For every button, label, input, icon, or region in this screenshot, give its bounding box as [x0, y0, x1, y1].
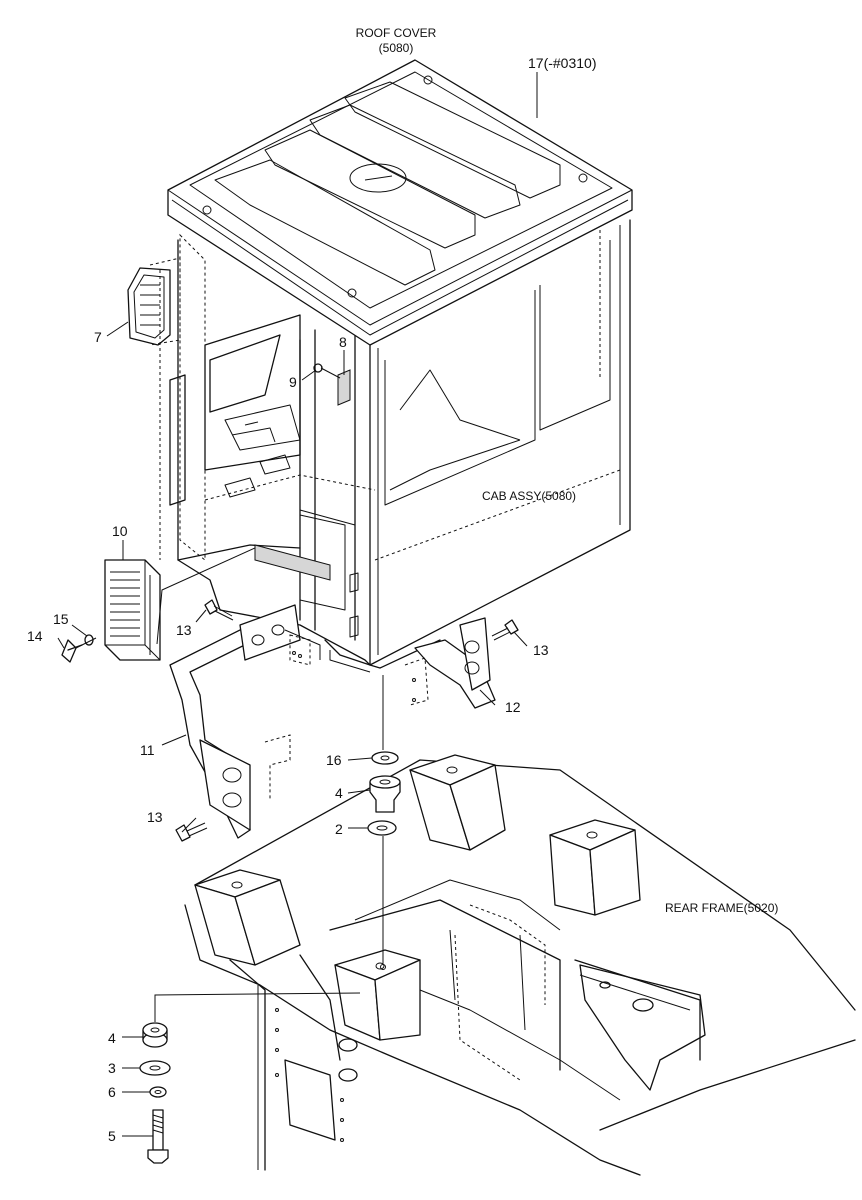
callout-8: 8 — [339, 334, 347, 350]
callout-15: 15 — [53, 611, 69, 627]
part-13-bolt-right — [491, 619, 519, 641]
callout-3: 3 — [108, 1060, 116, 1076]
callout-11: 11 — [140, 742, 155, 758]
part-12-bracket — [404, 617, 496, 709]
part-15-washer — [84, 634, 94, 646]
part-6-washer — [149, 1086, 167, 1098]
cab-assy-label: CAB ASSY(5080) — [482, 489, 576, 503]
part-5-bolt — [147, 1109, 169, 1164]
callout-13-left-lower: 13 — [147, 809, 163, 825]
text-labels: ROOF COVER (5080) 17(-#0310) CAB ASSY(50… — [27, 26, 778, 1144]
callout-12: 12 — [505, 699, 521, 715]
part-14-wing-screw — [61, 637, 97, 663]
callout-6: 6 — [108, 1084, 116, 1100]
roof-cover-label: ROOF COVER — [356, 26, 437, 40]
callout-9: 9 — [289, 374, 297, 390]
part-10-filter — [104, 559, 161, 661]
part-8-latch — [337, 365, 351, 406]
roof-cover-code-label: (5080) — [379, 41, 414, 55]
callout-13-right: 13 — [533, 642, 549, 658]
rear-frame-label: REAR FRAME(5020) — [665, 901, 778, 915]
callout-16: 16 — [326, 752, 342, 768]
roof-cover — [167, 59, 633, 346]
assembly-lines — [154, 547, 386, 1170]
callout-10: 10 — [112, 523, 128, 539]
part-13-bolt-left-upper — [204, 599, 234, 621]
part-4-mount-upper — [369, 775, 401, 813]
callout-4-upper: 4 — [335, 785, 343, 801]
cab-assy — [159, 219, 631, 673]
part-16-washer — [371, 751, 399, 765]
callout-13-left-upper: 13 — [176, 622, 192, 638]
mount-tower-front-left — [194, 869, 301, 966]
leader-lines — [57, 72, 538, 1137]
mount-tower-rear-right — [549, 819, 641, 916]
mount-tower-front-right — [334, 949, 421, 1041]
callout-7: 7 — [94, 329, 102, 345]
mount-tower-rear-left — [409, 754, 506, 851]
callout-5: 5 — [108, 1128, 116, 1144]
part-3-washer — [139, 1060, 171, 1076]
callout-14: 14 — [27, 628, 43, 644]
part-4-mount-lower — [142, 1022, 168, 1048]
part-13-bolt-left-lower — [175, 822, 208, 842]
part-11-bracket — [169, 604, 321, 839]
callout-4-lower: 4 — [108, 1030, 116, 1046]
part-17-label: 17(-#0310) — [528, 55, 597, 71]
part-7-mirror — [127, 257, 181, 346]
callout-2: 2 — [335, 821, 343, 837]
part-2-washer — [367, 820, 397, 836]
rear-frame — [184, 759, 856, 1176]
part-9-screw — [313, 363, 341, 379]
